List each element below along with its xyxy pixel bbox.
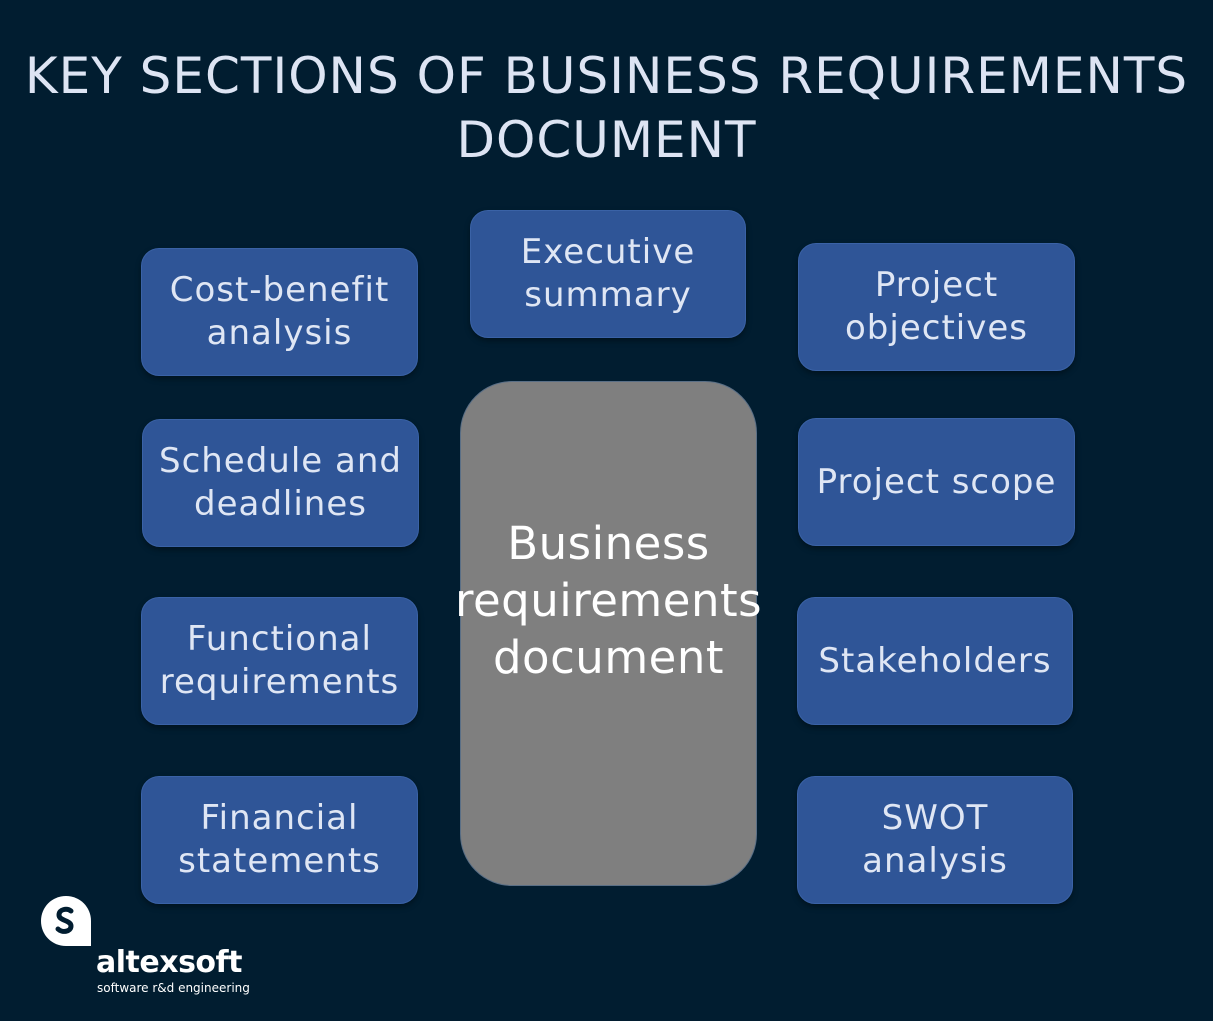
section-functional-requirements: Functional requirements [141, 597, 418, 725]
section-swot-analysis: SWOT analysis [797, 776, 1073, 904]
section-schedule-and-deadlines: Schedule and deadlines [142, 419, 419, 547]
center-document-label: Business requirements document [454, 517, 763, 684]
section-project-objectives: Project objectives [798, 243, 1075, 371]
section-stakeholders: Stakeholders [797, 597, 1073, 725]
logo-name: altexsoft [96, 945, 242, 980]
company-logo: altexsoft software r&d engineering [40, 895, 260, 1000]
center-document-box: Business requirements document [455, 381, 762, 886]
section-project-scope: Project scope [798, 418, 1075, 546]
altexsoft-logo-icon [41, 896, 91, 946]
logo-tagline: software r&d engineering [97, 981, 250, 995]
section-executive-summary: Executive summary [470, 210, 746, 338]
page-title: KEY SECTIONS OF BUSINESS REQUIREMENTS DO… [24, 47, 1189, 169]
section-cost-benefit-analysis: Cost-benefit analysis [141, 248, 418, 376]
section-financial-statements: Financial statements [141, 776, 418, 904]
